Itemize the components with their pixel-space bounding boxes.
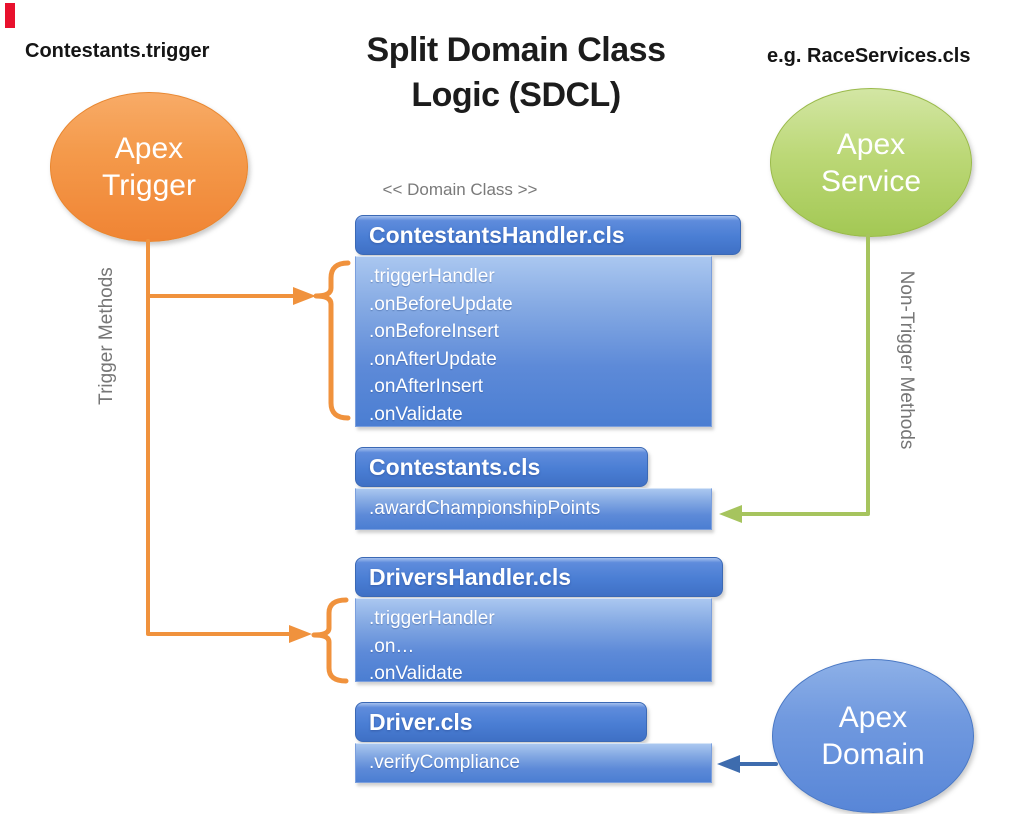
domain-arrowhead-icon <box>717 755 740 773</box>
class-name: Driver.cls <box>369 708 473 735</box>
method-item: .onBeforeUpdate <box>369 293 513 315</box>
domain-class-stereotype: << Domain Class >> <box>382 180 538 199</box>
page-title-line2: Logic (SDCL) <box>411 76 621 114</box>
label-race-services: e.g. RaceServices.cls <box>767 45 971 67</box>
trigger-arrowhead-bottom-icon <box>289 625 312 643</box>
curly-brace-top-icon <box>313 260 351 421</box>
method-item: .onAfterInsert <box>369 376 484 397</box>
label-contestants-trigger: Contestants.trigger <box>25 40 210 62</box>
method-item: .verifyCompliance <box>369 752 520 774</box>
method-item: .onValidate <box>369 663 463 684</box>
class-body-contestantshandler: .triggerHandler .onBeforeUpdate .onBefor… <box>355 256 712 427</box>
method-item: .awardChampionshipPoints <box>369 498 601 520</box>
method-item: .onAfterUpdate <box>369 348 497 370</box>
class-body-drivershandler: .triggerHandler .on… .onValidate <box>355 598 712 684</box>
node-apex-service: Apex Service <box>770 88 972 237</box>
node-apex-trigger: Apex Trigger <box>50 92 248 242</box>
method-item: .onValidate <box>369 403 463 425</box>
node-apex-service-line2: Service <box>820 164 922 198</box>
node-apex-trigger-line2: Trigger <box>102 169 196 202</box>
class-header-drivershandler: DriversHandler.cls <box>355 557 723 597</box>
node-apex-domain-line1: Apex <box>838 701 908 734</box>
class-header-driver: Driver.cls <box>355 702 647 742</box>
service-arrowhead-icon <box>719 505 742 523</box>
method-item: .onBeforeInsert <box>369 321 499 342</box>
node-apex-trigger-line1: Apex <box>114 132 184 165</box>
class-header-contestantshandler: ContestantsHandler.cls <box>355 215 741 255</box>
method-item: .triggerHandler <box>369 266 495 287</box>
service-connector-line <box>736 234 870 516</box>
trigger-connector-line <box>146 239 294 636</box>
node-apex-domain-line2: Domain <box>821 738 925 771</box>
curly-brace-bottom-icon <box>311 597 349 684</box>
class-header-contestants: Contestants.cls <box>355 447 648 487</box>
label-trigger-methods: Trigger Methods <box>96 267 117 405</box>
red-slide-artifact <box>5 3 15 28</box>
method-item: .triggerHandler <box>369 608 495 629</box>
class-body-contestants: .awardChampionshipPoints <box>355 488 712 530</box>
class-body-driver: .verifyCompliance <box>355 743 712 783</box>
method-item: .on… <box>369 635 415 657</box>
class-name: Contestants.cls <box>369 453 541 480</box>
trigger-arrowhead-top-icon <box>293 287 316 305</box>
label-non-trigger-methods: Non-Trigger Methods <box>896 270 917 450</box>
node-apex-domain: Apex Domain <box>772 659 974 813</box>
node-apex-service-line1: Apex <box>836 127 906 161</box>
page-title-line1: Split Domain Class <box>366 31 666 69</box>
page-title: Split Domain Class Logic (SDCL) <box>316 28 716 118</box>
class-name: DriversHandler.cls <box>369 563 572 590</box>
class-name: ContestantsHandler.cls <box>369 221 625 248</box>
